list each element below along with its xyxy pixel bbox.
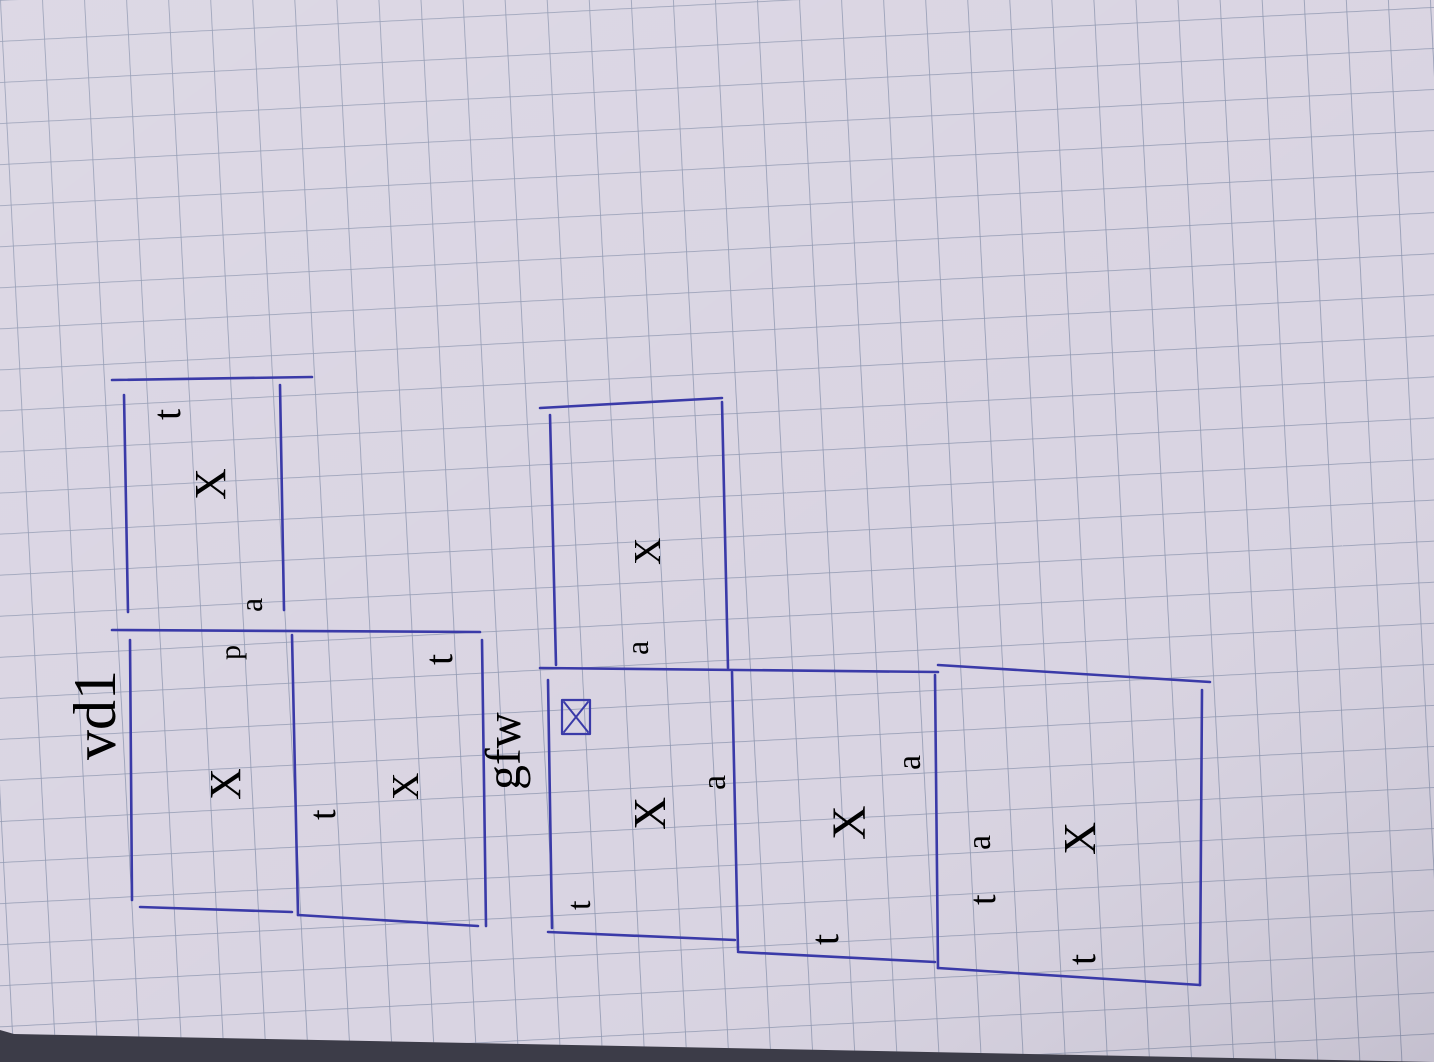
pen-cross <box>563 701 589 733</box>
cell-mark: a <box>233 598 269 612</box>
pen-line <box>720 400 730 670</box>
cell-mark: a <box>961 835 998 850</box>
pen-line <box>122 393 130 614</box>
cell-mark: p <box>214 645 247 660</box>
pen-line <box>290 633 300 917</box>
cell-mark: X <box>201 768 250 800</box>
cell-mark: t <box>802 934 847 945</box>
pen-line <box>480 638 488 928</box>
pen-line <box>110 628 482 634</box>
pen-line <box>546 930 737 942</box>
pen-box <box>560 698 592 736</box>
handwritten-heading-2: gfw <box>475 712 531 790</box>
pen-line <box>538 666 940 674</box>
pen-line <box>933 673 940 970</box>
pen-line <box>1198 688 1204 987</box>
handwritten-heading-1: vd1 <box>62 670 128 760</box>
cell-mark: t <box>302 809 344 820</box>
cell-mark: a <box>619 641 655 655</box>
cell-mark: a <box>891 755 928 770</box>
cell-mark: X <box>1054 822 1105 855</box>
pen-line <box>736 950 937 964</box>
handwritten-text: vd1 gfw X t a p X t X t X a X a t X a t … <box>62 409 1105 965</box>
pen-line <box>138 905 294 914</box>
pen-line <box>546 678 554 930</box>
cell-mark: a <box>696 775 733 790</box>
cell-mark: X <box>186 468 235 500</box>
pen-line <box>936 663 1212 684</box>
pen-line <box>538 396 724 410</box>
table-edge-shadow <box>0 1030 1434 1062</box>
cell-mark: t <box>561 900 598 910</box>
pen-line <box>128 638 134 902</box>
pen-line <box>296 913 480 928</box>
pen-line <box>548 413 558 667</box>
cell-mark: X <box>823 805 876 840</box>
cell-mark: X <box>385 773 427 800</box>
pen-line <box>110 375 314 382</box>
cell-mark: t <box>144 409 189 420</box>
pen-sketch <box>110 375 1212 987</box>
cell-mark: X <box>624 797 675 830</box>
cell-mark: t <box>962 894 1004 905</box>
pen-line <box>278 383 286 612</box>
cell-mark: t <box>1059 954 1104 965</box>
pen-line <box>936 966 1202 987</box>
pen-line <box>730 670 740 952</box>
cell-mark: X <box>627 538 669 565</box>
cell-mark: t <box>416 654 461 665</box>
